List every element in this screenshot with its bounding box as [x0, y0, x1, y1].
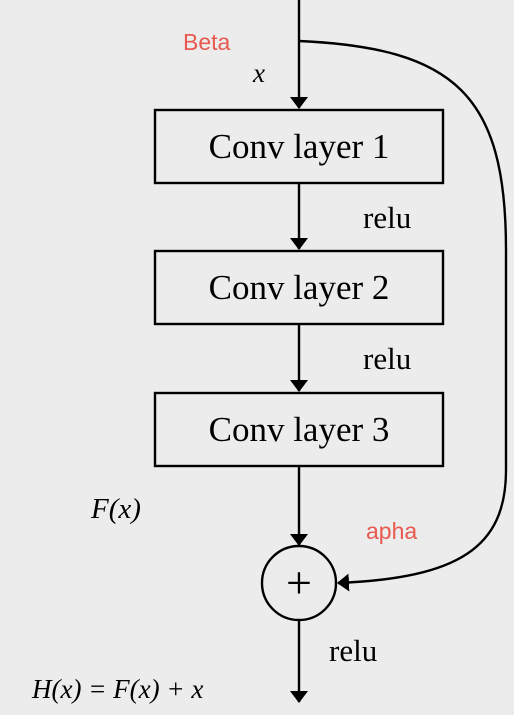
conv-layer-2-label: Conv layer 2 [209, 268, 390, 307]
relu-label-3: relu [329, 633, 377, 668]
fx-label: F(x) [90, 493, 141, 525]
skip-connection-edge [298, 39, 508, 592]
relu-label-1: relu [363, 200, 411, 235]
relu-label-2: relu [363, 341, 411, 376]
beta-label: Beta [183, 29, 231, 55]
conv-layer-1-label: Conv layer 1 [209, 127, 390, 166]
conv-layer-3-label: Conv layer 3 [209, 410, 390, 449]
sum-symbol: + [286, 557, 312, 608]
apha-label: apha [366, 518, 417, 544]
output-equation-label: H(x) = F(x) + x [31, 674, 203, 704]
input-x-label: x [252, 58, 265, 88]
